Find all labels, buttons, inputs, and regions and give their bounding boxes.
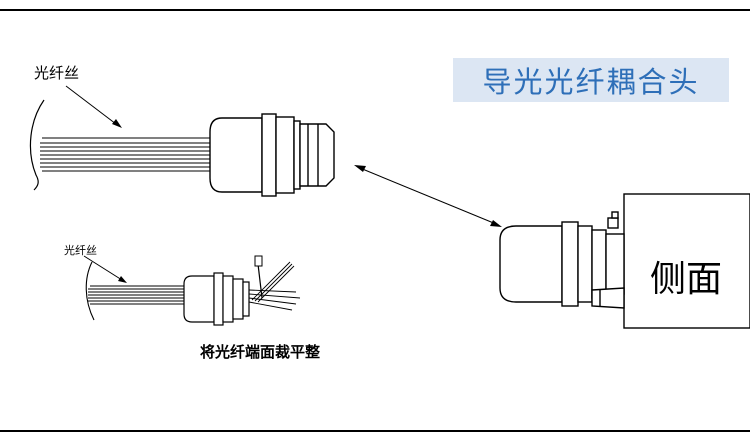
label-side-view: 侧面 [650,259,723,300]
fiber-bundle-small [85,261,186,321]
top-rule [0,9,750,11]
connector-top [209,113,335,197]
label-fiber-top: 光纤丝 [34,64,80,82]
bottom-rule [0,430,750,432]
double-arrow [354,165,502,227]
leader-arrow-small [83,255,127,283]
leader-arrow-top [65,85,122,128]
diagram-title: 导光光纤耦合头 [482,65,700,99]
fiber-bundle-top [29,99,213,191]
coupling-head [499,193,750,329]
connector-small [183,272,250,326]
label-trim-caption: 将光纤端面裁平整 [200,343,321,361]
label-fiber-small: 光纤丝 [64,244,97,257]
fiber-ends-and-cutter [248,255,301,311]
title-banner: 导光光纤耦合头 [453,58,729,102]
